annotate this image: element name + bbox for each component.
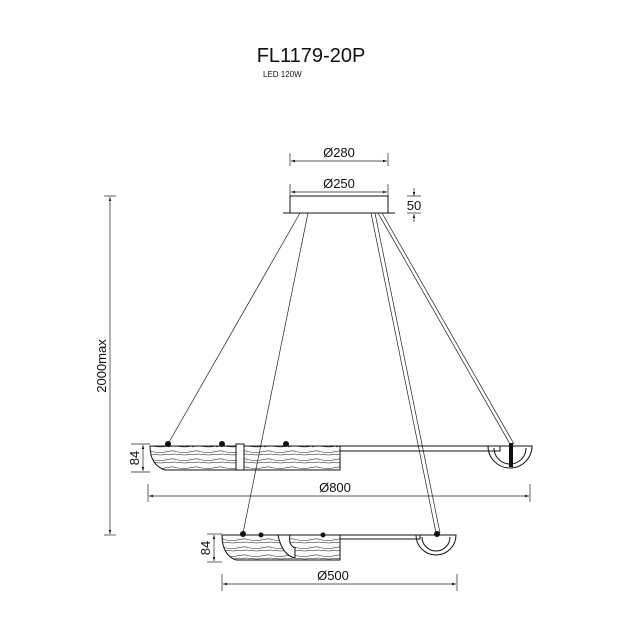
suspension-cables — [167, 212, 515, 534]
svg-text:2000max: 2000max — [94, 339, 109, 393]
upper-ring-height-dimension: 84 — [127, 443, 150, 473]
canopy-outer-dimension: Ø280 — [289, 145, 389, 166]
product-title: FL1179-20P — [257, 45, 366, 67]
svg-text:84: 84 — [198, 541, 213, 555]
svg-text:84: 84 — [127, 451, 142, 465]
lower-ring — [221, 531, 457, 561]
svg-text:Ø500: Ø500 — [317, 568, 349, 583]
lower-ring-height-dimension: 84 — [198, 533, 222, 563]
svg-text:Ø800: Ø800 — [319, 480, 351, 495]
total-height-dimension: 2000max — [94, 195, 116, 536]
canopy-height-dimension: 50 — [407, 188, 421, 222]
upper-ring-diameter-dimension: Ø800 — [147, 480, 531, 502]
lower-ring-diameter-dimension: Ø500 — [221, 568, 458, 591]
svg-text:Ø280: Ø280 — [323, 145, 355, 160]
canopy-inner-dimension: Ø250 — [289, 176, 389, 196]
power-spec: LED 120W — [263, 70, 302, 79]
svg-text:50: 50 — [407, 198, 421, 213]
svg-text:Ø250: Ø250 — [323, 176, 355, 191]
upper-ring — [149, 441, 533, 471]
canopy — [289, 195, 389, 214]
